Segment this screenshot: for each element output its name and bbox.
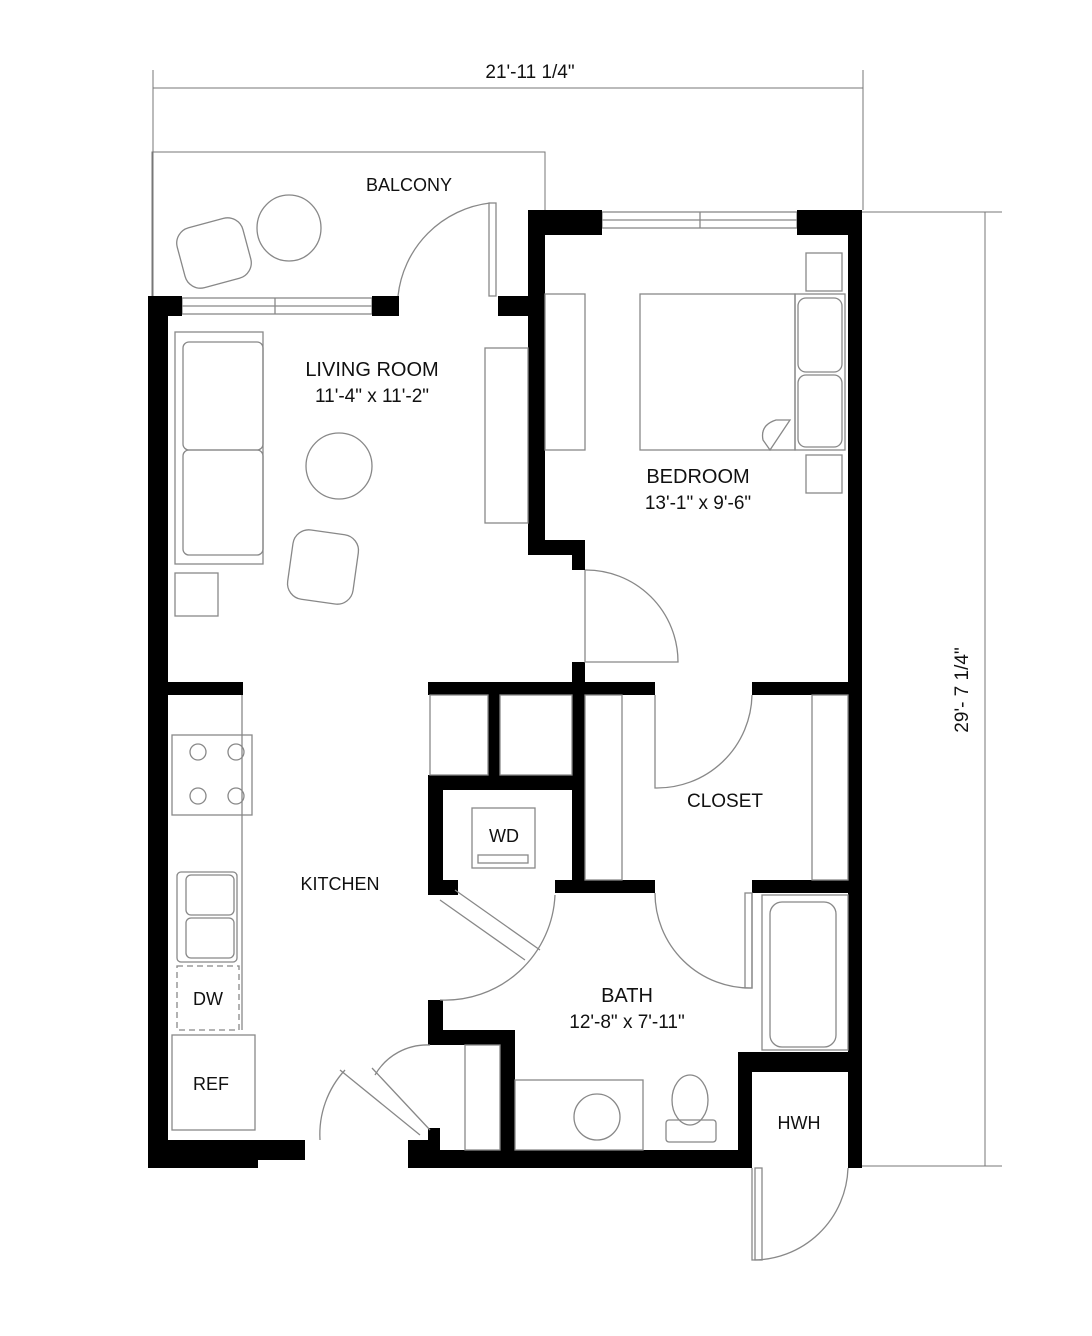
width-dimension-label: 21'-11 1/4" bbox=[485, 62, 574, 83]
bedroom-furniture bbox=[544, 252, 846, 663]
hwh-label: HWH bbox=[778, 1113, 821, 1133]
living-furniture bbox=[174, 331, 529, 617]
kitchen-label: KITCHEN bbox=[300, 874, 379, 894]
dw-label: DW bbox=[193, 989, 223, 1009]
bath-label: BATH bbox=[601, 985, 653, 1007]
depth-dimension: 29'- 7 1/4" bbox=[862, 211, 1002, 1167]
ref-label: REF bbox=[193, 1074, 229, 1094]
balcony-label: BALCONY bbox=[366, 175, 452, 195]
wd-label: WD bbox=[489, 826, 519, 846]
bedroom-size: 13'-1" x 9'-6" bbox=[645, 493, 751, 514]
living-room-size: 11'-4" x 11'-2" bbox=[315, 386, 429, 407]
walls bbox=[148, 210, 862, 1168]
bedroom-label: BEDROOM bbox=[646, 466, 749, 488]
balcony bbox=[151, 151, 546, 298]
bath-size: 12'-8" x 7'-11" bbox=[569, 1012, 684, 1033]
living-room-label: LIVING ROOM bbox=[305, 359, 438, 381]
kitchen-furniture bbox=[171, 695, 431, 1141]
closet-label: CLOSET bbox=[687, 791, 763, 812]
depth-dimension-label: 29'- 7 1/4" bbox=[952, 647, 973, 732]
width-dimension: 21'-11 1/4" bbox=[152, 62, 864, 300]
fixtures bbox=[339, 694, 849, 1261]
